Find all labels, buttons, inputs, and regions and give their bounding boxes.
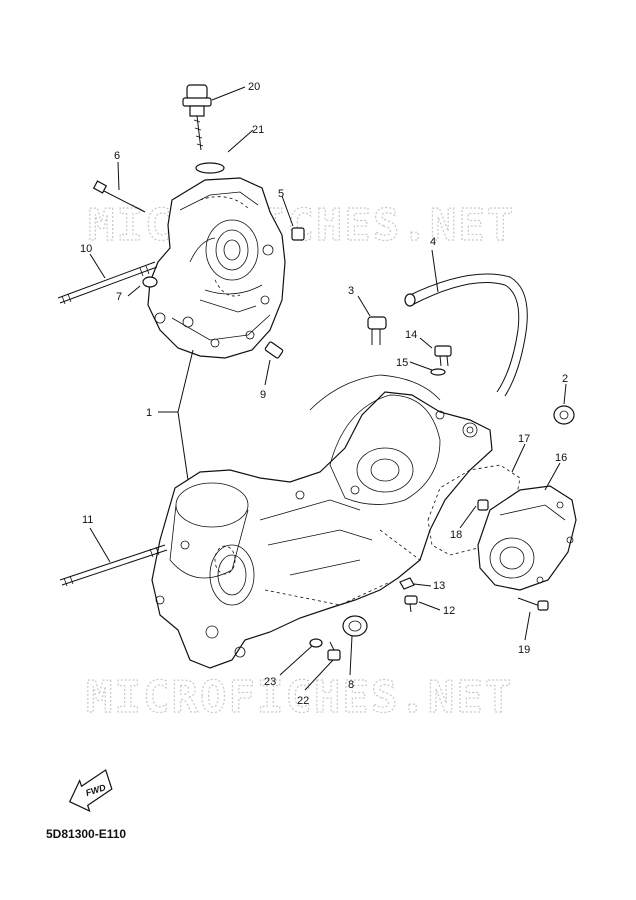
callout-13: 13 <box>433 580 445 592</box>
stud-bolt-11 <box>59 544 168 587</box>
callout-numbers: 20 21 6 5 4 10 7 3 14 15 2 9 1 17 16 18 … <box>80 81 568 707</box>
collar-2 <box>553 405 575 425</box>
callout-7: 7 <box>116 291 122 303</box>
callout-18: 18 <box>450 529 462 541</box>
forward-direction-arrow: FWD <box>68 769 113 813</box>
washer-7 <box>142 276 158 288</box>
o-ring-21 <box>195 162 225 174</box>
callout-16: 16 <box>555 452 567 464</box>
callout-8: 8 <box>348 679 354 691</box>
elbow-joint-3 <box>367 316 387 345</box>
washer-23 <box>309 638 323 648</box>
diagram-code: 5D81300-E110 <box>46 827 126 841</box>
o-ring-15 <box>430 368 446 376</box>
callout-10: 10 <box>80 243 92 255</box>
clip-13 <box>399 577 415 590</box>
cover-16 <box>477 485 577 591</box>
callout-1: 1 <box>146 407 152 419</box>
callout-3: 3 <box>348 285 354 297</box>
callout-20: 20 <box>248 81 260 93</box>
bolt-19 <box>517 597 549 611</box>
callout-5: 5 <box>278 188 284 200</box>
crankcase-right-half <box>151 374 493 669</box>
callout-4: 4 <box>430 236 436 248</box>
watermark-bottom: MICROFICHES.NET <box>86 672 513 723</box>
crankcase-left-half <box>147 177 286 359</box>
callout-9: 9 <box>260 389 266 401</box>
bolt-6 <box>92 180 146 213</box>
stud-bolt-10 <box>57 261 158 305</box>
leader-lines <box>89 86 567 691</box>
dowel-pin-5 <box>291 227 305 241</box>
callout-11: 11 <box>82 514 93 526</box>
oil-seal-8 <box>342 615 368 637</box>
callout-22: 22 <box>297 695 309 707</box>
dowel-pin-18 <box>477 499 489 511</box>
callout-15: 15 <box>396 357 408 369</box>
dowel-pin-9 <box>264 341 284 359</box>
callout-19: 19 <box>518 644 530 656</box>
callout-23: 23 <box>264 676 276 688</box>
oil-dipstick-20 <box>182 84 212 151</box>
callout-12: 12 <box>443 605 455 617</box>
drain-bolt-22 <box>327 641 341 661</box>
callout-2: 2 <box>562 373 568 385</box>
callout-14: 14 <box>405 329 417 341</box>
callout-6: 6 <box>114 150 120 162</box>
plug-bolt-14 <box>434 345 452 367</box>
breather-hose-4 <box>404 273 528 397</box>
callout-17: 17 <box>518 433 530 445</box>
bolt-12 <box>404 595 418 613</box>
watermark-top: MICROFICHES.NET <box>88 200 515 251</box>
callout-21: 21 <box>252 124 264 136</box>
